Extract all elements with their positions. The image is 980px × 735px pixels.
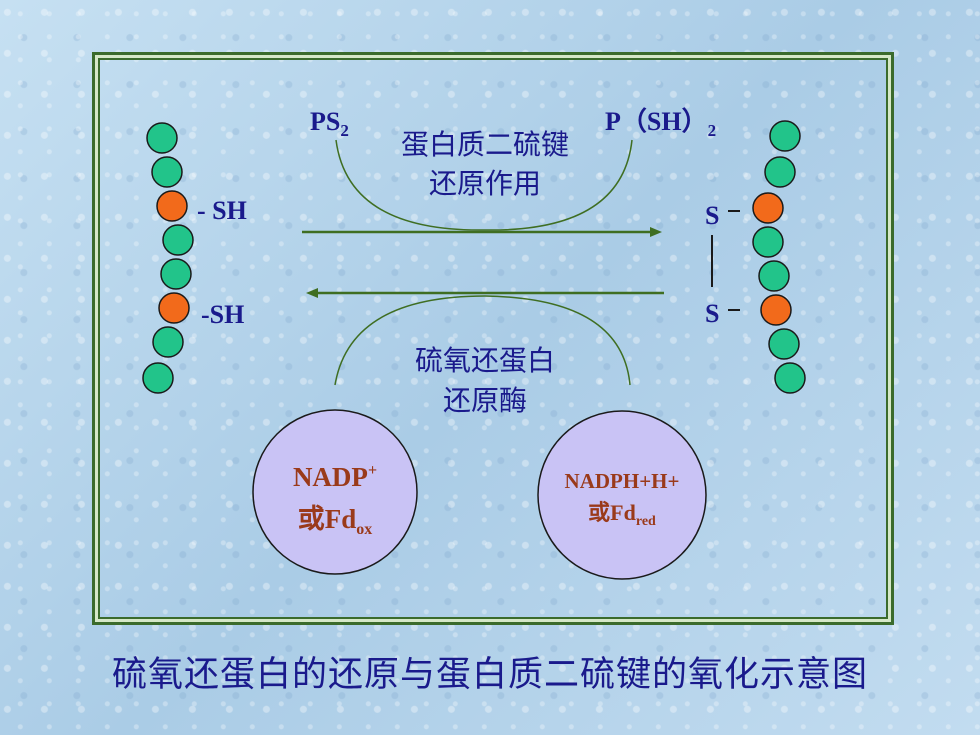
ps2-label: PS2	[310, 107, 349, 140]
top-arc	[335, 139, 633, 231]
nadp-circle	[252, 409, 418, 575]
right-bead-1	[769, 120, 801, 152]
diagram-frame	[92, 52, 894, 625]
right-bead-6-cysteine	[760, 294, 792, 326]
left-bead-7	[152, 326, 184, 358]
s-lower-label: S	[705, 299, 719, 328]
bottom-arc-label-line2: 还原酶	[443, 384, 527, 417]
left-bead-1	[146, 122, 178, 154]
diagram-caption: 硫氧还蛋白的还原与蛋白质二硫键的氧化示意图	[111, 655, 868, 695]
left-bead-5	[160, 258, 192, 290]
bottom-arc	[334, 295, 631, 386]
left-bead-4	[162, 224, 194, 256]
left-bead-3-cysteine	[156, 190, 188, 222]
right-bead-8	[774, 362, 806, 394]
nadp-label: NADP+	[293, 462, 377, 492]
right-bead-2	[764, 156, 796, 188]
right-bead-7	[768, 328, 800, 360]
s-upper-label: S	[705, 201, 719, 230]
right-protein-chain	[752, 120, 806, 394]
left-bead-2	[151, 156, 183, 188]
nadph-label: NADPH+H+	[565, 469, 680, 493]
nadph-circle	[537, 410, 707, 580]
reverse-arrow	[306, 288, 664, 298]
right-bead-3-cysteine	[752, 192, 784, 224]
bottom-arc-label-line1: 硫氧还蛋白	[415, 344, 555, 377]
forward-arrow	[302, 227, 662, 237]
sh-upper-label: - SH	[197, 196, 247, 225]
fd-ox-label: 或Fdox	[298, 504, 373, 538]
sh-lower-label: -SH	[201, 300, 244, 329]
right-bead-5	[758, 260, 790, 292]
top-arc-label-line1: 蛋白质二硫键	[401, 128, 569, 161]
top-arc-label-line2: 还原作用	[429, 167, 541, 200]
left-bead-6-cysteine	[158, 292, 190, 324]
fd-red-label: 或Fdred	[588, 500, 656, 529]
psh2-label: P（SH）2	[605, 107, 716, 140]
left-bead-8	[142, 362, 174, 394]
left-protein-chain	[142, 122, 194, 394]
right-bead-4	[752, 226, 784, 258]
